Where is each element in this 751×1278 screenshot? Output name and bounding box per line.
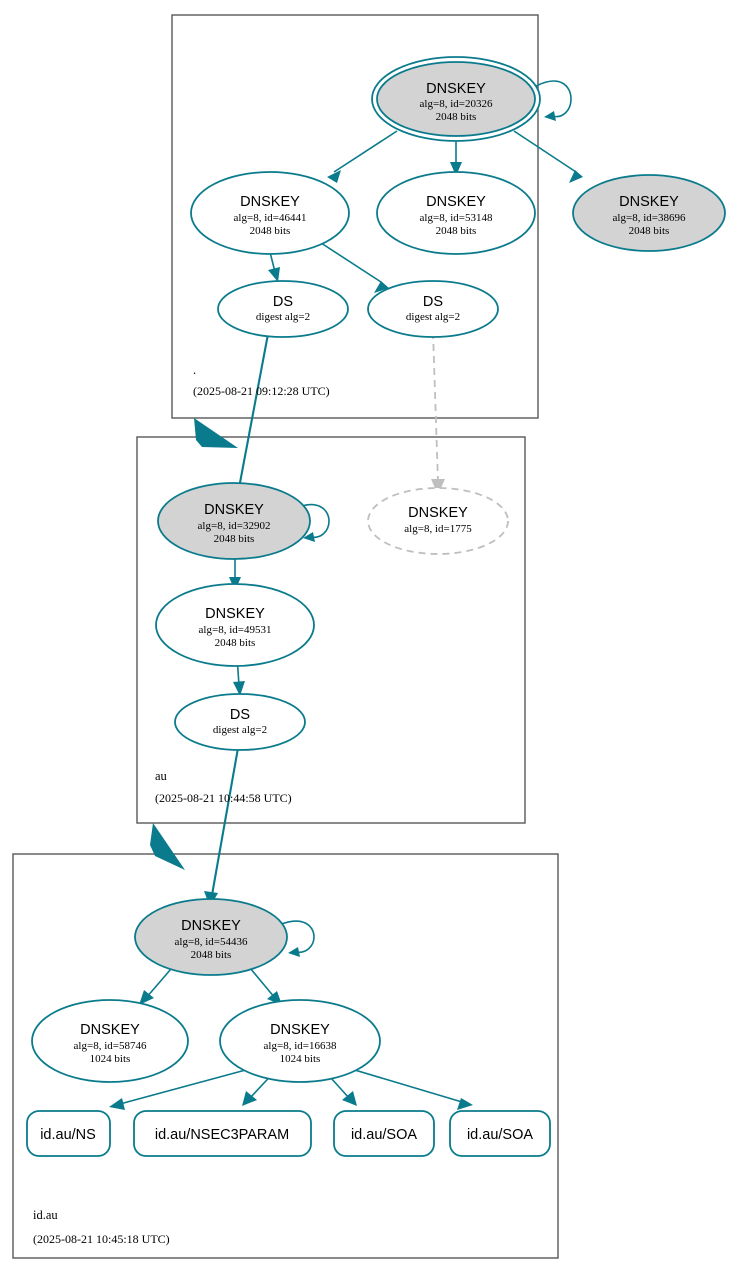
node-subtitle-digest: digest alg=2 <box>256 311 310 323</box>
node-subtitle-bits: 2048 bits <box>191 949 232 961</box>
zone-label-root: . <box>193 363 196 377</box>
edge-au-ds-to-idau-ksk <box>204 747 240 907</box>
node-root-dnskey-20326[interactable]: DNSKEY alg=8, id=20326 2048 bits <box>371 56 541 142</box>
zone-timestamp-id-au: (2025-08-21 10:45:18 UTC) <box>33 1232 170 1246</box>
node-au-dnskey-1775-nonexistent[interactable]: DNSKEY alg=8, id=1775 <box>367 487 509 555</box>
node-root-ds-left[interactable]: DS digest alg=2 <box>217 280 349 338</box>
edge-root-ksk-to-46441 <box>327 130 398 183</box>
edge-root-ds-to-au-nonexistent-key <box>431 331 445 495</box>
node-title: DS <box>273 294 293 310</box>
edge-self-signature-idau-ksk <box>278 920 315 957</box>
edge-self-signature-root-ksk <box>535 80 572 121</box>
node-title: DNSKEY <box>205 606 265 622</box>
node-rrset-id-au-soa-2[interactable]: id.au/SOA <box>449 1110 551 1157</box>
node-title: DNSKEY <box>426 194 486 210</box>
node-subtitle-bits: 1024 bits <box>280 1053 321 1065</box>
edge-idau-16638-to-ns <box>109 1067 254 1110</box>
node-subtitle-bits: 2048 bits <box>250 225 291 237</box>
node-root-dnskey-38696[interactable]: DNSKEY alg=8, id=38696 2048 bits <box>572 174 726 252</box>
edge-idau-16638-to-soa-2 <box>347 1067 473 1110</box>
zone-box-id-au <box>12 853 559 1259</box>
node-subtitle-alg-id: alg=8, id=1775 <box>404 523 472 535</box>
node-au-dnskey-32902[interactable]: DNSKEY alg=8, id=32902 2048 bits <box>157 482 311 560</box>
node-title: DNSKEY <box>408 505 468 521</box>
node-title: DNSKEY <box>426 81 486 97</box>
edge-root-ksk-to-53148 <box>450 137 462 176</box>
node-subtitle-bits: 2048 bits <box>436 225 477 237</box>
zone-timestamp-root: (2025-08-21 09:12:28 UTC) <box>193 384 330 398</box>
node-subtitle-digest: digest alg=2 <box>406 311 460 323</box>
node-subtitle-alg-id: alg=8, id=58746 <box>74 1040 147 1052</box>
rrset-label: id.au/NS <box>40 1127 96 1143</box>
node-title: DS <box>423 294 443 310</box>
node-subtitle-alg-id: alg=8, id=53148 <box>420 212 493 224</box>
node-title: DNSKEY <box>619 194 679 210</box>
node-rrset-id-au-ns[interactable]: id.au/NS <box>26 1110 111 1157</box>
node-subtitle-bits: 2048 bits <box>436 111 477 123</box>
node-subtitle-bits: 2048 bits <box>214 533 255 545</box>
node-title: DNSKEY <box>270 1022 330 1038</box>
zone-timestamp-au: (2025-08-21 10:44:58 UTC) <box>155 791 292 805</box>
node-idau-dnskey-16638[interactable]: DNSKEY alg=8, id=16638 1024 bits <box>219 999 381 1083</box>
node-rrset-id-au-soa-1[interactable]: id.au/SOA <box>333 1110 435 1157</box>
node-subtitle-alg-id: alg=8, id=46441 <box>234 212 307 224</box>
edge-root-ds-to-au-ksk <box>231 333 270 500</box>
zone-box-au <box>136 436 526 824</box>
node-subtitle-bits: 1024 bits <box>90 1053 131 1065</box>
delegation-arrow-root-to-au <box>194 418 238 448</box>
node-idau-dnskey-54436[interactable]: DNSKEY alg=8, id=54436 2048 bits <box>134 898 288 976</box>
node-subtitle-alg-id: alg=8, id=20326 <box>420 98 493 110</box>
edge-root-46441-to-ds-right <box>317 240 389 293</box>
zone-box-root <box>171 14 539 419</box>
node-title: DNSKEY <box>240 194 300 210</box>
node-subtitle-alg-id: alg=8, id=54436 <box>175 936 248 948</box>
edge-root-ksk-to-38696 <box>513 130 583 183</box>
node-title: DNSKEY <box>181 918 241 934</box>
zone-label-id-au: id.au <box>33 1208 58 1222</box>
node-rrset-id-au-nsec3param[interactable]: id.au/NSEC3PARAM <box>133 1110 312 1157</box>
node-subtitle-alg-id: alg=8, id=16638 <box>264 1040 337 1052</box>
rrset-label: id.au/SOA <box>467 1127 533 1143</box>
node-subtitle-bits: 2048 bits <box>629 225 670 237</box>
node-subtitle-alg-id: alg=8, id=49531 <box>199 624 272 636</box>
rrset-label: id.au/NSEC3PARAM <box>155 1127 289 1143</box>
node-subtitle-alg-id: alg=8, id=32902 <box>198 520 271 532</box>
rrset-label: id.au/SOA <box>351 1127 417 1143</box>
node-root-ds-right[interactable]: DS digest alg=2 <box>367 280 499 338</box>
node-subtitle-alg-id: alg=8, id=38696 <box>613 212 686 224</box>
delegation-arrow-au-to-id-au <box>150 823 185 870</box>
node-title: DS <box>230 707 250 723</box>
node-title: DNSKEY <box>80 1022 140 1038</box>
edge-self-signature-au-ksk <box>293 503 330 542</box>
node-idau-dnskey-58746[interactable]: DNSKEY alg=8, id=58746 1024 bits <box>31 999 189 1083</box>
zone-label-au: au <box>155 769 168 783</box>
node-root-dnskey-46441[interactable]: DNSKEY alg=8, id=46441 2048 bits <box>190 171 350 255</box>
node-title: DNSKEY <box>204 502 264 518</box>
node-au-dnskey-49531[interactable]: DNSKEY alg=8, id=49531 2048 bits <box>155 583 315 667</box>
node-subtitle-digest: digest alg=2 <box>213 724 267 736</box>
node-au-ds[interactable]: DS digest alg=2 <box>174 693 306 751</box>
node-subtitle-bits: 2048 bits <box>215 637 256 649</box>
node-root-dnskey-53148[interactable]: DNSKEY alg=8, id=53148 2048 bits <box>376 171 536 255</box>
